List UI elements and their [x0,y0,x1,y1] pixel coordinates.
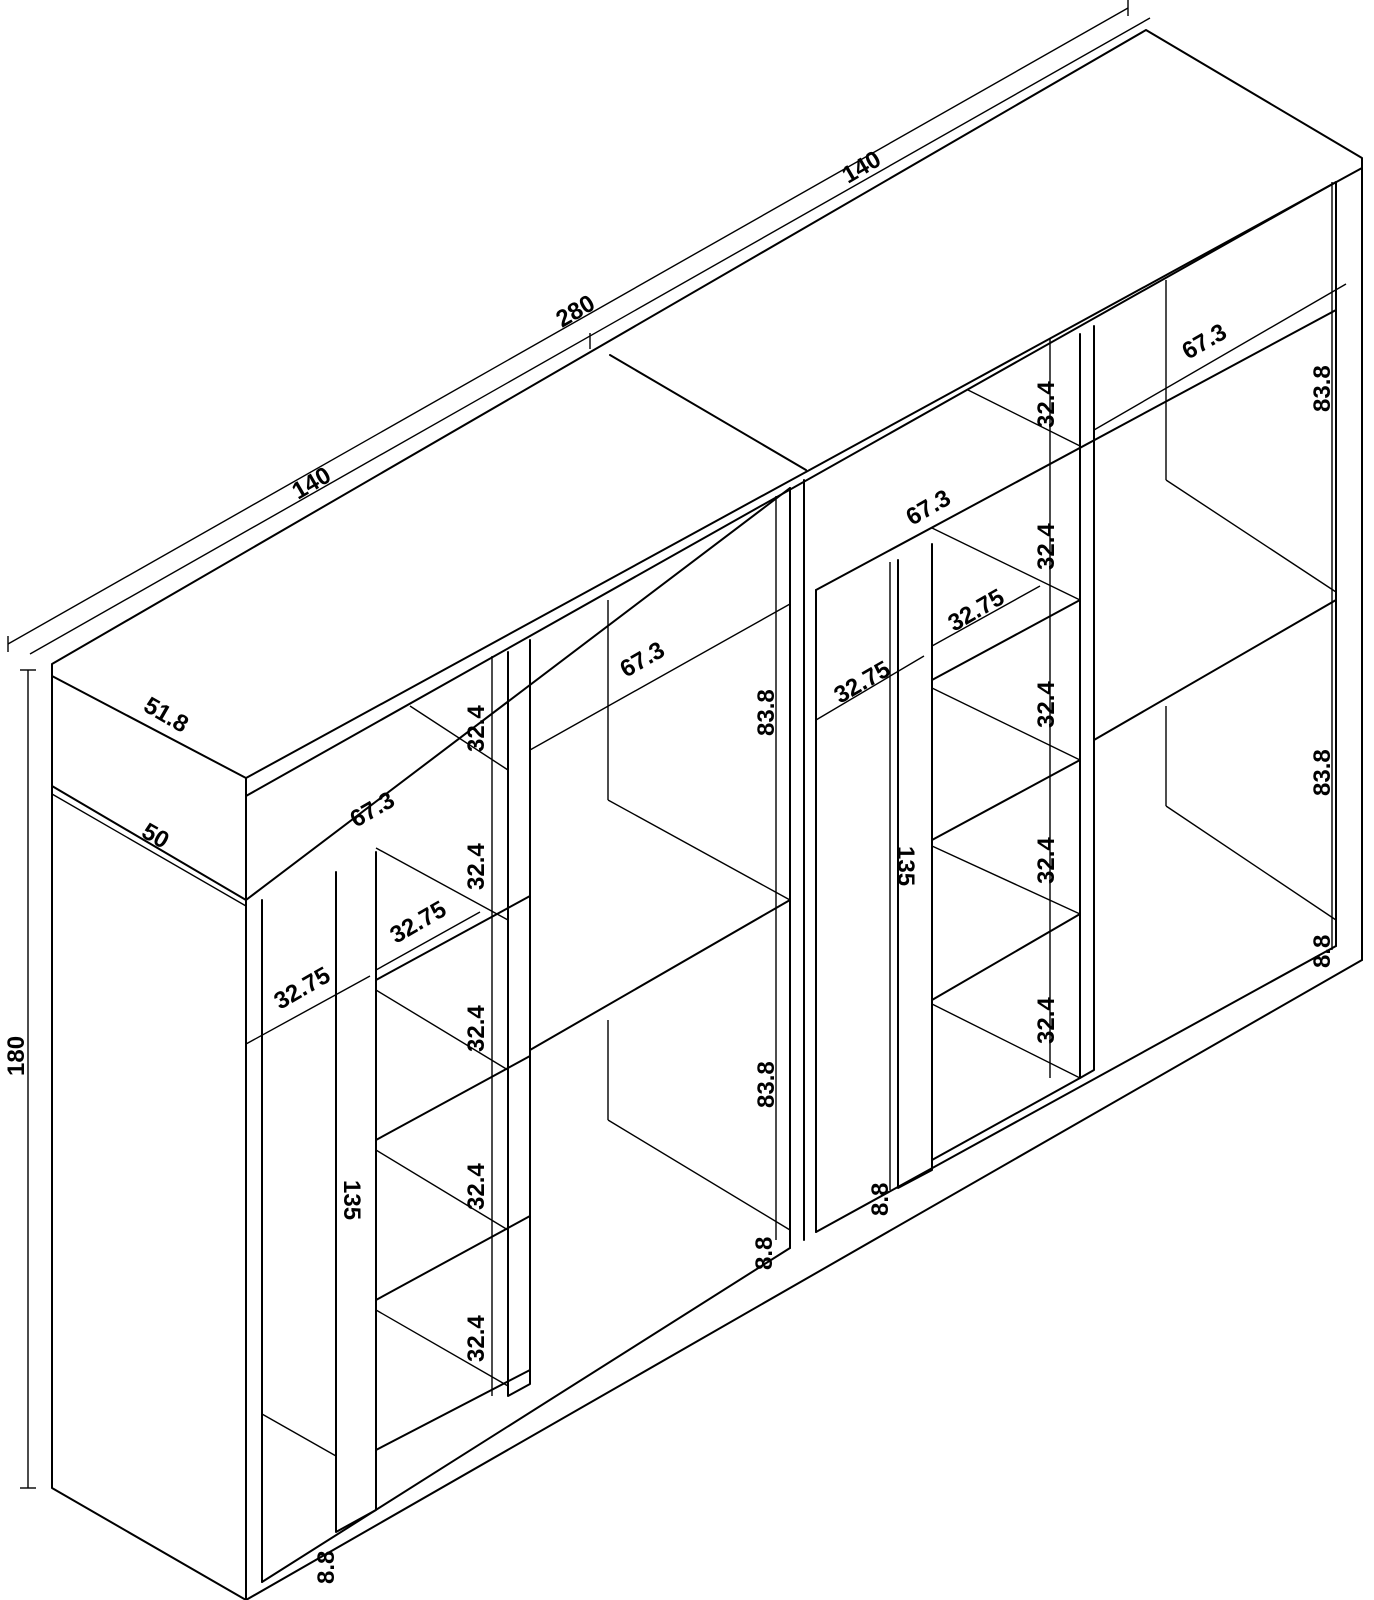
left-top-box-bottom [245,487,791,901]
dimension-lines [7,0,1347,1532]
right-big-shelf-back [1165,479,1337,593]
left-shelf-4 [375,1369,531,1451]
side-seam [51,785,247,901]
dim-line-280 [7,7,1129,645]
label-right-top-width: 67.3 [902,484,956,531]
label-right-gap-1: 32.4 [1033,381,1060,428]
right-shelf-3 [931,913,1081,1001]
label-right-hanging-width: 32.75 [830,656,896,709]
label-left-plinth-b: 8.8 [751,1237,778,1270]
left-shelf-back-1 [409,705,509,771]
right-shelf-back-4 [931,845,1081,915]
label-right-gap-5: 32.4 [1033,997,1060,1044]
label-left-tall-lower: 83.8 [753,1061,780,1108]
label-left-tall-upper: 83.8 [753,689,780,736]
label-right-gap-4: 32.4 [1033,837,1060,884]
left-shelf-2 [375,1055,531,1141]
right-top-box-bottom [815,309,1337,591]
left-shelf-back-3 [375,989,509,1071]
top-module-seam [609,354,807,471]
right-bottom-back [1165,805,1337,921]
left-shelf-back-5 [375,1309,509,1387]
label-left-gap-1: 32.4 [463,705,490,752]
label-side-depth: 50 [137,818,174,855]
label-left-gap-4: 32.4 [463,1163,490,1210]
dimension-labels: 280 140 140 180 51.8 50 67.3 67.3 32.75 … [3,146,1336,1584]
label-right-gap-2: 32.4 [1033,523,1060,570]
label-right-shelf-width: 32.75 [944,584,1010,637]
label-right-upper-shelf: 67.3 [1178,318,1232,365]
dim-line-50 [51,793,247,907]
dim-line-left-67-3 [529,603,791,751]
left-plinth-line [261,1247,791,1583]
label-left-top-width: 67.3 [346,786,400,833]
dim-line-left-32-75a [245,975,371,1045]
label-left-gap-5: 32.4 [463,1315,490,1362]
left-shelf-back-4 [375,1149,509,1231]
right-shelf-back-5 [931,1003,1081,1079]
label-overall-height: 180 [3,1036,30,1076]
label-left-gap-3: 32.4 [463,1005,490,1052]
label-right-tall-lower: 83.8 [1309,749,1336,796]
right-shelf-back-3 [931,687,1081,761]
left-bottom-back [607,1119,791,1231]
right-module [815,280,1337,1233]
left-side-panel [51,675,247,1600]
label-left-hanging-height: 135 [338,1180,365,1220]
label-left-gap-2: 32.4 [463,843,490,890]
label-right-plinth-b: 8.8 [1309,935,1336,968]
left-module [245,479,805,1583]
label-overall-width: 280 [552,290,600,333]
right-shelf-4 [931,1077,1081,1161]
label-right-width: 140 [838,146,886,189]
right-shelf-back-2 [931,527,1081,601]
left-shelf-1 [375,895,531,981]
left-column-divider [507,639,531,1397]
label-top-depth: 51.8 [139,692,193,739]
right-shelf-2 [931,759,1081,841]
dim-line-right-32-75a [815,655,925,721]
right-shelf-1 [931,599,1081,681]
left-shelf-3 [375,1215,531,1301]
label-left-plinth-a: 8.8 [313,1551,340,1584]
right-column-divider [1079,325,1095,1079]
label-left-width: 140 [288,462,336,505]
right-plinth-line [815,945,1337,1233]
label-right-gap-3: 32.4 [1033,681,1060,728]
carcass-outline [51,29,1363,1600]
label-right-plinth-a: 8.8 [867,1183,894,1216]
dim-line-left-32-75b [375,911,481,971]
dim-line-right-32-75b [931,585,1041,647]
label-left-shelf-width: 32.75 [386,896,452,949]
right-hanging-divider [897,543,933,1189]
right-big-shelf [1093,591,1337,741]
front-bottom-edge [245,959,1363,1600]
label-right-tall-upper: 83.8 [1309,365,1336,412]
left-shelf-back-2 [375,847,509,921]
left-big-shelf-back [607,799,791,901]
left-big-shelf [529,899,791,1051]
label-left-hanging-width: 32.75 [270,962,336,1015]
left-hanging-floor [261,1413,337,1457]
label-right-hanging-height: 135 [892,846,919,886]
right-shelf-back-1 [967,389,1081,447]
dim-line-right-67-3 [1093,283,1347,431]
